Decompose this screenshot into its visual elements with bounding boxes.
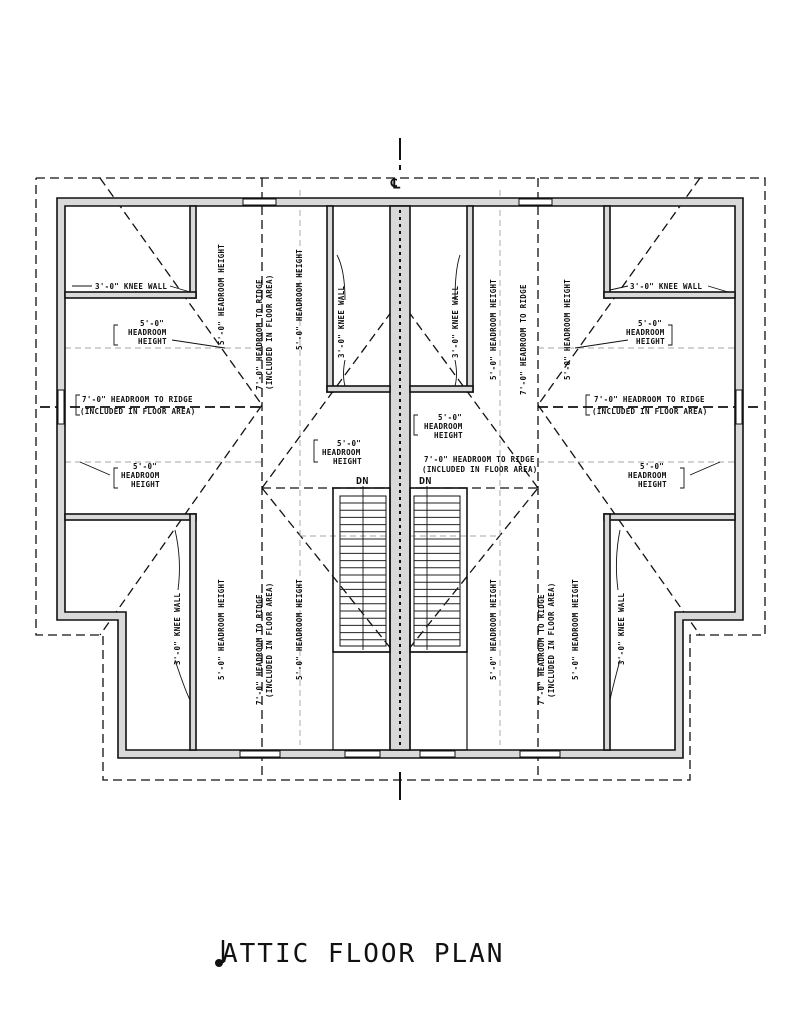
label-ridge-center-2: (INCLUDED IN FLOOR AREA): [422, 465, 538, 474]
label-headroom-center-r-1: 5'-0": [438, 413, 462, 422]
label-vert-7-br-2: (INCLUDED IN FLOOR AREA): [547, 582, 556, 698]
label-vert-knee-br: 3'-0" KNEE WALL: [617, 593, 626, 665]
label-vert-5-bcr: 5'-0" HEADROOM HEIGHT: [489, 579, 498, 680]
label-headroom-br-2: HEADROOM: [628, 471, 667, 480]
label-headroom-tl-3: HEIGHT: [138, 337, 167, 346]
stair-down-label-right: DN: [419, 476, 432, 487]
label-knee-wall-tr: 3'-0" KNEE WALL: [630, 282, 702, 291]
label-headroom-tl-1: 5'-0": [140, 319, 164, 328]
label-headroom-bl-1: 5'-0": [133, 462, 157, 471]
vertical-labels: 5'-0" HEADROOM HEIGHT 7'-0" HEADROOM TO …: [173, 244, 626, 705]
label-headroom-tl-2: HEADROOM: [128, 328, 167, 337]
label-vert-knee-bl: 3'-0" KNEE WALL: [173, 593, 182, 665]
label-headroom-center-r-3: HEIGHT: [434, 431, 463, 440]
stair-down-label-left: DN: [356, 476, 369, 487]
centerline: ℄: [390, 138, 401, 800]
label-ridge-left-2: (INCLUDED IN FLOOR AREA): [80, 407, 196, 416]
label-headroom-tr-2: HEADROOM: [626, 328, 665, 337]
stairs: DN DN: [332, 476, 468, 751]
label-vert-5-tl: 5'-0" HEADROOM HEIGHT: [217, 244, 226, 345]
label-vert-5-bc: 5'-0" HEADROOM HEIGHT: [295, 579, 304, 680]
label-vert-7-tr-1: 7'-0" HEADROOM TO RIDGE: [519, 284, 528, 395]
label-headroom-bl-2: HEADROOM: [121, 471, 160, 480]
roof-outline: [35, 177, 766, 781]
label-vert-5-tc: 5'-0" HEADROOM HEIGHT: [295, 249, 304, 350]
label-vert-5-bl: 5'-0" HEADROOM HEIGHT: [217, 579, 226, 680]
label-vert-7-bl-1: 7'-0" HEADROOM TO RIDGE: [255, 594, 264, 705]
exterior-wall: [56, 197, 744, 759]
label-headroom-tr-1: 5'-0": [638, 319, 662, 328]
label-knee-wall-tl: 3'-0" KNEE WALL: [95, 282, 167, 291]
label-headroom-center-l-1: 5'-0": [337, 439, 361, 448]
title-block: ATTIC FLOOR PLAN: [215, 939, 504, 969]
label-vert-5-tr: 5'-0" HEADROOM HEIGHT: [563, 279, 572, 380]
label-vert-5-tcr: 5'-0" HEADROOM HEIGHT: [489, 279, 498, 380]
horizontal-labels: 3'-0" KNEE WALL 3'-0" KNEE WALL 5'-0" HE…: [80, 282, 708, 489]
windows: [57, 198, 743, 758]
label-vert-knee-tcl: 3'-0" KNEE WALL: [337, 286, 346, 358]
label-vert-7-bl-2: (INCLUDED IN FLOOR AREA): [265, 582, 274, 698]
label-headroom-tr-3: HEIGHT: [636, 337, 665, 346]
label-headroom-center-l-2: HEADROOM: [322, 448, 361, 457]
label-ridge-left-1: 7'-0" HEADROOM TO RIDGE: [82, 395, 193, 404]
label-headroom-br-3: HEIGHT: [638, 480, 667, 489]
label-vert-knee-tcr: 3'-0" KNEE WALL: [451, 286, 460, 358]
label-headroom-center-l-3: HEIGHT: [333, 457, 362, 466]
party-wall: [389, 205, 411, 751]
leaders: [72, 254, 729, 701]
label-headroom-br-1: 5'-0": [640, 462, 664, 471]
knee-walls: [64, 205, 736, 751]
label-vert-7-br-1: 7'-0" HEADROOM TO RIDGE: [537, 594, 546, 705]
label-vert-7-tl-1: 7'-0" HEADROOM TO RIDGE: [255, 279, 264, 390]
label-ridge-center-1: 7'-0" HEADROOM TO RIDGE: [424, 455, 535, 464]
centerline-mark: ℄: [390, 176, 401, 192]
label-ridge-right-2: (INCLUDED IN FLOOR AREA): [592, 407, 708, 416]
label-ridge-right-1: 7'-0" HEADROOM TO RIDGE: [594, 395, 705, 404]
label-headroom-bl-3: HEIGHT: [131, 480, 160, 489]
label-headroom-center-r-2: HEADROOM: [424, 422, 463, 431]
drawing-title: ATTIC FLOOR PLAN: [222, 939, 504, 969]
label-vert-7-tl-2: (INCLUDED IN FLOOR AREA): [265, 274, 274, 390]
label-vert-5-br: 5'-0" HEADROOM HEIGHT: [571, 579, 580, 680]
